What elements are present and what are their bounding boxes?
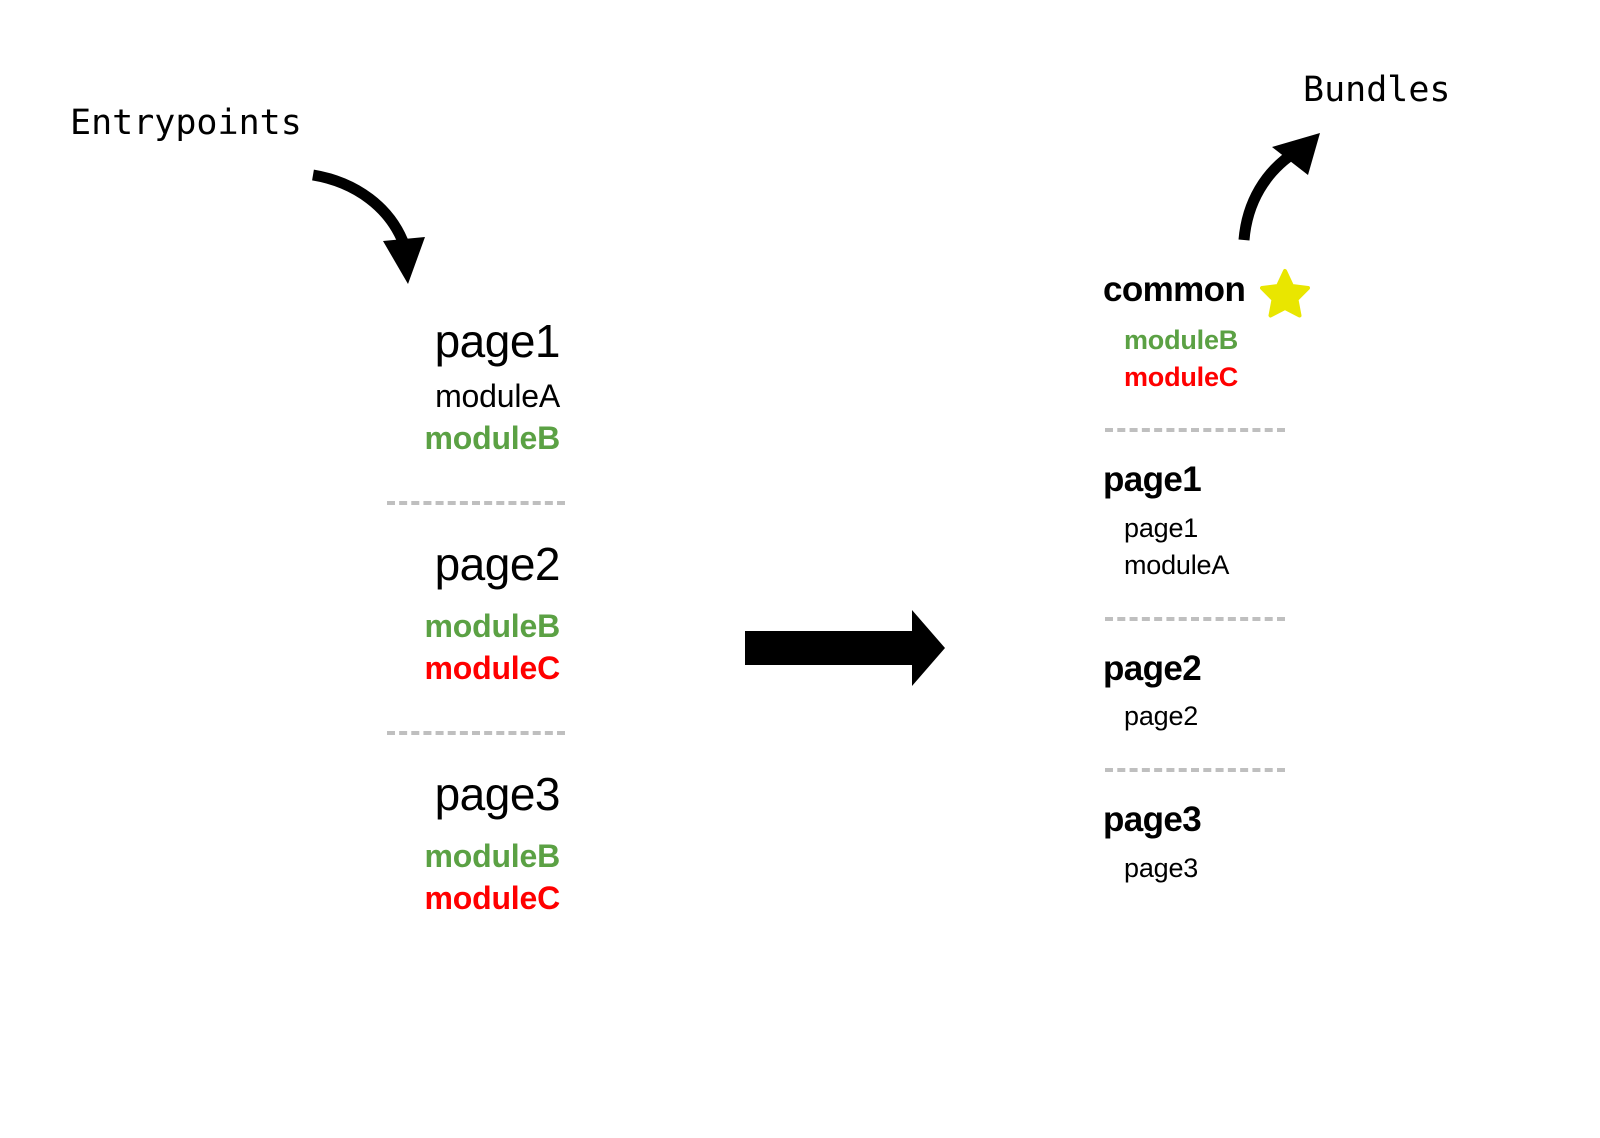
entrypoint-group-title: page1 — [434, 315, 561, 367]
bundle-module-item: moduleB — [1124, 325, 1239, 355]
bundle-group-page3: page3 page3 — [1103, 800, 1433, 886]
bundles-label: Bundles — [1303, 70, 1451, 110]
entrypoints-label: Entrypoints — [70, 103, 302, 143]
star-icon — [1260, 268, 1311, 322]
entrypoint-module-item: moduleC — [424, 650, 561, 687]
entrypoint-module-item: moduleC — [424, 880, 561, 917]
bundle-module-item: moduleC — [1124, 361, 1239, 392]
bundle-group-page2: page2 page2 — [1103, 648, 1433, 735]
entrypoint-group-page3: page3 moduleB moduleC — [230, 767, 565, 920]
entrypoint-group-page1: page1 moduleA moduleB — [230, 315, 565, 460]
entrypoint-module-item: moduleB — [424, 420, 561, 457]
group-separator — [1105, 428, 1285, 433]
bundle-group-title: page3 — [1103, 800, 1202, 840]
group-separator — [387, 730, 565, 735]
bundles-column: common moduleB moduleC page1 page1 modul… — [1103, 268, 1433, 887]
group-separator — [387, 500, 565, 505]
entrypoint-module-item: moduleA — [435, 377, 560, 414]
bundle-group-common: common moduleB moduleC — [1103, 268, 1433, 395]
entrypoint-group-title: page3 — [434, 767, 561, 820]
bundle-group-title: page2 — [1103, 648, 1202, 688]
bundles-curved-arrow-icon — [1225, 125, 1345, 260]
entrypoint-group-page2: page2 moduleB moduleC — [230, 537, 565, 690]
entrypoint-group-title: page2 — [434, 537, 561, 590]
group-separator — [1105, 768, 1285, 773]
entrypoints-column: page1 moduleA moduleB page2 moduleB modu… — [230, 315, 565, 920]
entrypoint-module-item: moduleB — [424, 607, 561, 644]
transform-arrow-icon — [740, 608, 950, 693]
bundle-module-item: page1 — [1124, 513, 1199, 544]
entrypoint-module-item: moduleB — [424, 837, 561, 874]
bundle-module-item: page3 — [1124, 852, 1199, 883]
bundle-module-item: moduleA — [1124, 549, 1230, 580]
group-separator — [1105, 616, 1285, 621]
bundle-group-title: common — [1103, 269, 1246, 309]
bundle-group-page1: page1 page1 moduleA — [1103, 462, 1433, 583]
bundle-module-item: page2 — [1124, 701, 1199, 732]
bundle-group-title: page1 — [1103, 460, 1202, 500]
entrypoints-curved-arrow-icon — [295, 155, 435, 300]
bundle-title-row: common — [1103, 268, 1433, 322]
